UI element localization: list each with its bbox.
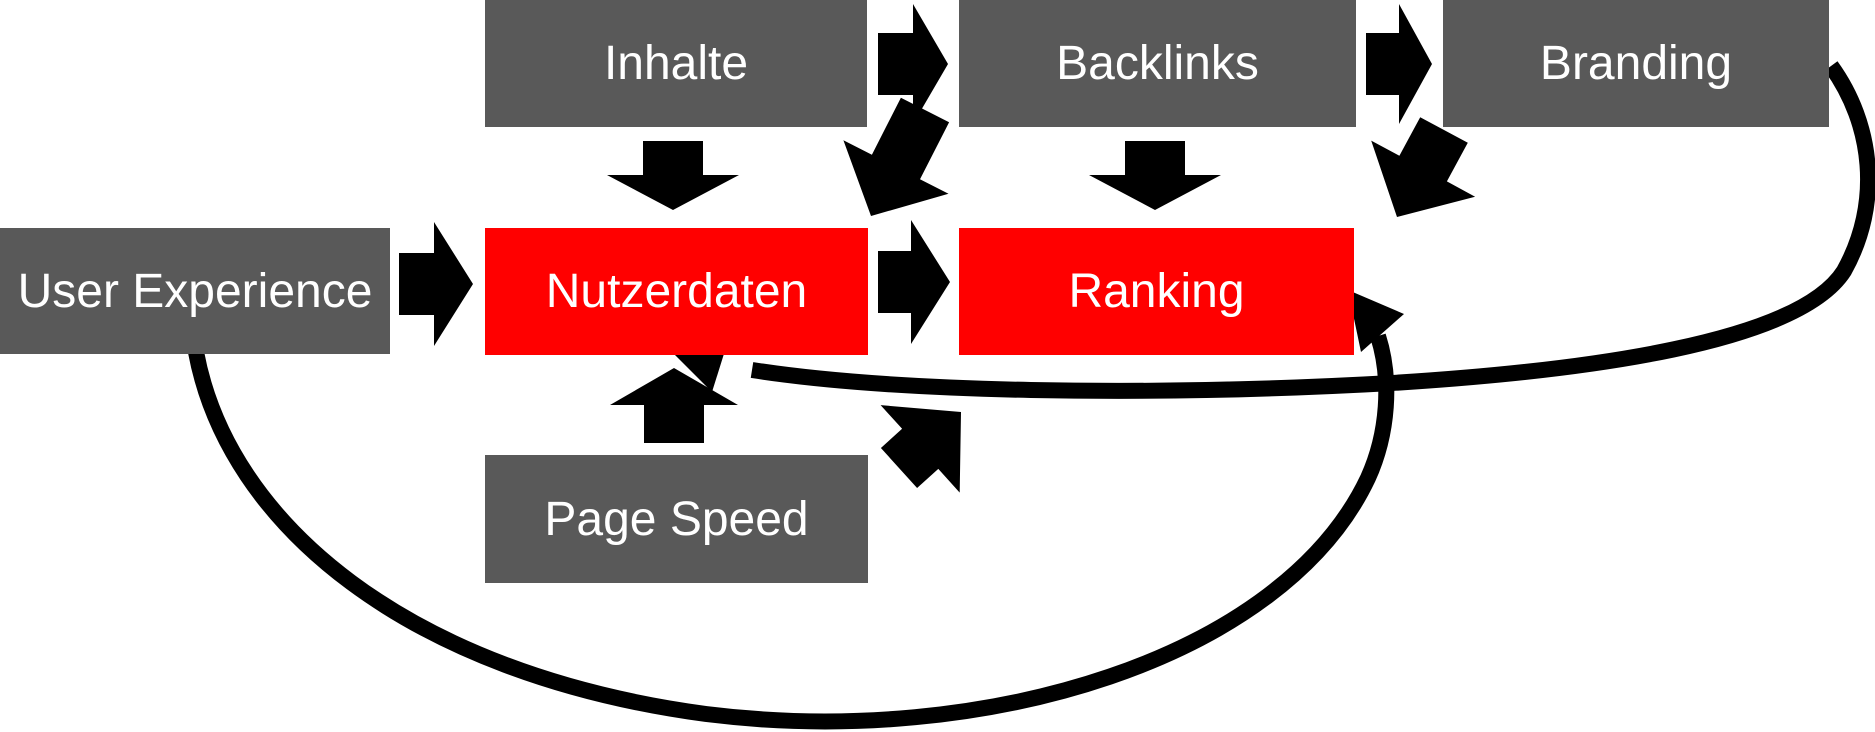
- arrow-inhalte-to-nutzerdaten: [607, 141, 739, 210]
- box-backlinks: Backlinks: [959, 0, 1356, 127]
- arrow-backlinks-to-ranking: [1089, 141, 1221, 210]
- arrow-branding-to-ranking-diagonal: [1371, 117, 1476, 217]
- box-backlinks-label: Backlinks: [1056, 37, 1259, 90]
- box-page-speed-label: Page Speed: [544, 492, 809, 546]
- box-inhalte-label: Inhalte: [603, 37, 749, 90]
- curve-user-experience-to-ranking-head: [1348, 290, 1404, 352]
- box-page-speed: Page Speed: [485, 455, 868, 583]
- arrow-page-speed-to-nutzerdaten: [610, 368, 738, 443]
- arrow-page-speed-to-ranking-diagonal: [880, 405, 961, 493]
- arrow-inhalte-to-backlinks: [878, 4, 948, 124]
- box-user-experience: User Experience: [0, 228, 390, 354]
- curve-branding-to-nutzerdaten-shaft: [750, 61, 1875, 399]
- box-nutzerdaten-label: Nutzerdaten: [545, 265, 808, 318]
- arrow-nutzerdaten-to-ranking: [878, 220, 950, 344]
- arrow-backlinks-to-nutzerdaten-diagonal: [843, 97, 950, 216]
- box-branding-label: Branding: [1539, 37, 1733, 90]
- curve-user-experience-to-ranking: [188, 290, 1404, 730]
- box-ranking-label: Ranking: [1068, 265, 1245, 318]
- box-user-experience-label: User Experience: [17, 264, 373, 318]
- arrow-backlinks-to-branding: [1366, 4, 1432, 124]
- box-nutzerdaten: Nutzerdaten: [485, 228, 868, 355]
- curve-user-experience-to-ranking-shaft: [188, 333, 1395, 730]
- box-branding: Branding: [1443, 0, 1829, 127]
- box-ranking: Ranking: [959, 228, 1354, 355]
- arrow-user-experience-to-nutzerdaten: [399, 222, 473, 346]
- box-inhalte: Inhalte: [485, 0, 867, 127]
